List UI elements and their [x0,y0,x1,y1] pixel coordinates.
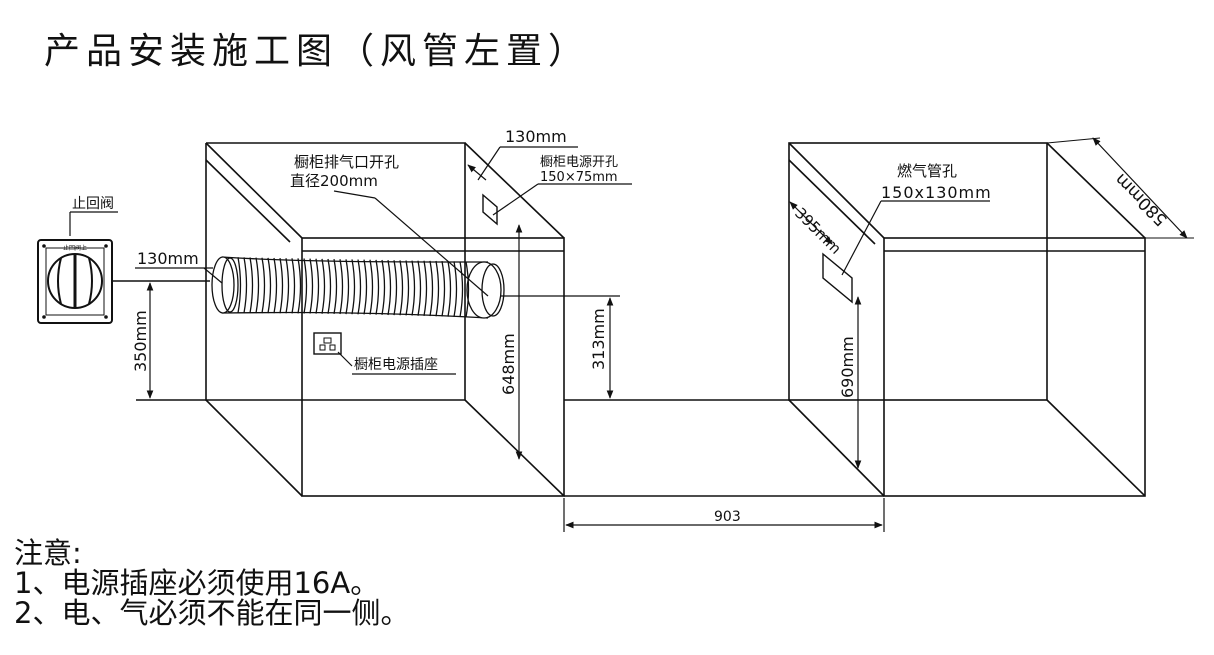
duct-rib [411,260,416,316]
power-hole-label-1: 橱柜电源开孔 [540,155,618,170]
duct-rib [309,258,314,314]
duct-rib [279,257,284,314]
page-title: 产品安装施工图（风管左置） [44,31,591,72]
duct-rib [429,260,434,317]
power-hole-label-2: 150×75mm [540,170,618,185]
duct-rib [423,260,428,316]
duct-rib [249,257,254,314]
duct-rib [453,261,458,317]
duct-rib [405,260,410,316]
duct-rib [315,258,320,314]
duct-rib [321,258,326,314]
exhaust-hole-label-2: 直径200mm [290,172,378,190]
duct-diameter-dim: 130mm [137,249,199,268]
power-socket [313,332,342,355]
duct-rib [297,258,302,314]
left-cabinet [205,142,565,497]
duct-rib [357,259,362,315]
duct-rib [333,258,338,315]
gas-hole [822,252,853,304]
exhaust-hole-label-1: 橱柜排气口开孔 [294,153,399,171]
duct-rib [387,260,392,316]
duct-rib [447,261,452,317]
socket-label: 橱柜电源插座 [354,357,438,373]
duct-rib [345,259,350,315]
valve-marking: 止回阀上 [63,244,87,252]
duct-rib [459,261,464,318]
width-dim-903: 903 [714,509,741,525]
duct-rib [303,258,308,314]
note-line-1: 1、电源插座必须使用16A。 [14,566,380,600]
depth-dim-395: 395mm [791,204,845,258]
duct-rib [291,258,296,314]
duct-ribs [237,257,470,318]
duct-rib [255,257,260,314]
duct-rib [243,257,248,314]
height-dim-313: 313mm [589,308,608,370]
duct-rib [363,259,368,315]
duct-rib [441,261,446,317]
right-cabinet [788,142,1146,497]
duct-rib [417,260,422,316]
duct-rib [465,261,470,318]
duct-rib [261,257,266,314]
duct-rib [339,259,344,315]
depth-dim-580: 580mm [1111,169,1172,230]
duct-rib [237,257,242,314]
power-hole [482,193,498,226]
gas-hole-label-1: 燃气管孔 [897,162,957,180]
notes-heading: 注意: [14,536,82,570]
duct-rib [327,258,332,314]
duct-rib [381,259,386,315]
duct-rib [399,260,404,316]
duct-rib [393,260,398,316]
gas-hole-label-2: 150x130mm [881,183,992,202]
height-dim-690: 690mm [838,336,857,398]
notes-section: 注意: 1、电源插座必须使用16A。 2、电、气必须不能在同一侧。 [14,538,409,628]
duct-rib [435,260,440,317]
duct-rib [375,259,380,315]
top-hole-dim: 130mm [505,127,567,146]
duct-rib [351,259,356,315]
height-dim-648: 648mm [499,333,518,395]
flexible-duct [211,256,505,319]
check-valve-label: 止回阀 [72,196,114,212]
note-line-2: 2、电、气必须不能在同一侧。 [14,596,410,630]
height-dim-350: 350mm [131,310,150,372]
duct-rib [285,258,290,314]
duct-rib [369,259,374,315]
duct-rib [267,257,272,314]
check-valve: 止回阀上 [37,239,113,324]
duct-rib [273,257,278,314]
